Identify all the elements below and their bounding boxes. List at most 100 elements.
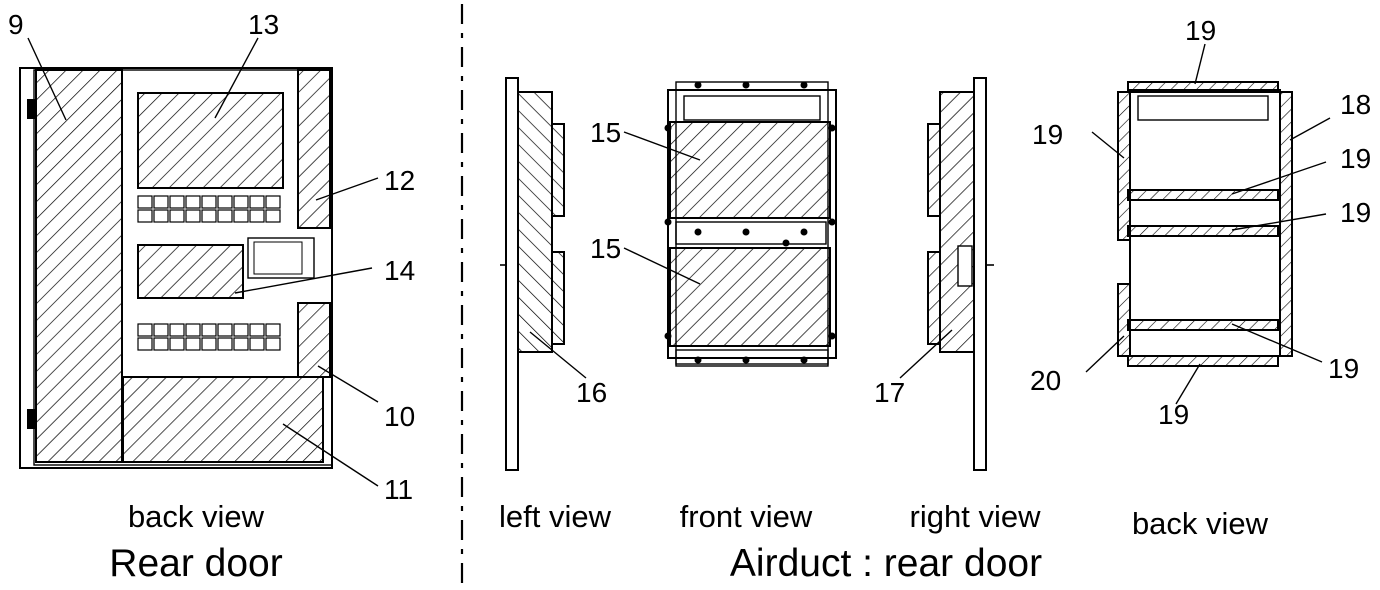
callout-12: 12 [384,165,415,196]
vent-cell [153,323,169,337]
vent-cell [201,337,217,351]
vent-cell [201,323,217,337]
callout-14: 14 [384,255,415,286]
vent-cell [153,209,169,223]
callout-19-right-a: 19 [1340,143,1371,174]
leader-17 [899,329,953,379]
vent-cell [169,195,185,209]
front-view-label: front view [680,499,813,534]
front-bottom-flange [675,349,829,365]
callout-20: 20 [1030,365,1061,396]
vent-cell [169,209,185,223]
top-slot [1137,95,1269,121]
vent-cell [265,337,281,351]
vent-cell [153,195,169,209]
vent-cell [137,209,153,223]
divider-19-a [1127,189,1279,201]
bracket-inner [253,241,303,275]
rear-door-title: Rear door [109,542,282,585]
callout-15-lower: 15 [590,233,621,264]
vent-cell [217,337,233,351]
vent-cell [185,337,201,351]
hinge-bottom [27,409,35,429]
callout-9: 9 [8,9,24,40]
duct-flange-lower-right [927,251,941,345]
vent-grid-upper [137,195,281,223]
duct-body [1129,89,1281,357]
region-15-lower [669,247,831,347]
front-top-slot [683,95,821,121]
vent-cell [265,323,281,337]
callout-18: 18 [1340,89,1371,120]
front-mid-channel [675,221,827,245]
rear-door-back-view [19,67,333,469]
duct-side-right [939,91,975,353]
vent-cell [201,195,217,209]
callout-19-right-b: 19 [1340,197,1371,228]
right-view [927,77,994,471]
divider-19-c [1127,319,1279,331]
vent-cell [265,209,281,223]
airduct-back-callouts: 19 18 19 19 19 19 20 19 [1030,15,1371,430]
region-9 [35,69,123,463]
vent-cell [233,209,249,223]
callout-19-left: 19 [1032,119,1063,150]
callout-19-right-c: 19 [1328,353,1359,384]
vent-cell [233,195,249,209]
airduct-back-leaders [1085,43,1331,405]
region-15-upper [669,121,831,219]
vent-cell [249,337,265,351]
callout-13: 13 [248,9,279,40]
rear-door-callouts: 9 13 12 14 10 11 [8,9,415,505]
vent-cell [249,209,265,223]
front-view-bolts [664,81,836,364]
callout-19-bottom: 19 [1158,399,1189,430]
vent-cell [217,323,233,337]
vent-cell [137,323,153,337]
duct-side-left [517,91,553,353]
region-13 [137,92,284,189]
airduct-title: Airduct : rear door [730,542,1042,585]
vent-grid-lower [137,323,281,351]
callout-17: 17 [874,377,905,408]
vent-cell [217,209,233,223]
flange-top-19 [1127,81,1279,93]
door-edge-left [505,77,519,471]
region-10 [297,302,331,378]
airduct-back-view [1117,81,1293,367]
vent-cell [249,323,265,337]
hinge-top [27,99,35,119]
vent-cell [153,337,169,351]
vent-cell [185,323,201,337]
bracket [247,237,315,279]
latch [957,245,973,287]
left-view [500,77,565,471]
vent-cell [265,195,281,209]
front-view-leaders [623,131,701,285]
side-left-19 [1117,91,1131,241]
vent-cell [201,209,217,223]
divider-19-b [1127,225,1279,237]
region-11 [122,376,324,463]
vent-cell [233,323,249,337]
vent-cell [233,337,249,351]
back-view-label: back view [1132,506,1269,541]
door-inner-frame [33,69,333,466]
region-14 [137,244,244,299]
leader-16 [529,331,587,379]
callout-16: 16 [576,377,607,408]
duct-flange-lower [551,251,565,345]
vent-cell [169,323,185,337]
region-12 [297,69,331,229]
vent-cell [169,337,185,351]
callout-15-upper: 15 [590,117,621,148]
vent-cell [185,195,201,209]
vent-cell [137,195,153,209]
callout-11: 11 [384,474,413,505]
right-view-label: right view [910,499,1042,534]
door-edge-right [973,77,987,471]
vent-cell [185,209,201,223]
vent-cell [249,195,265,209]
